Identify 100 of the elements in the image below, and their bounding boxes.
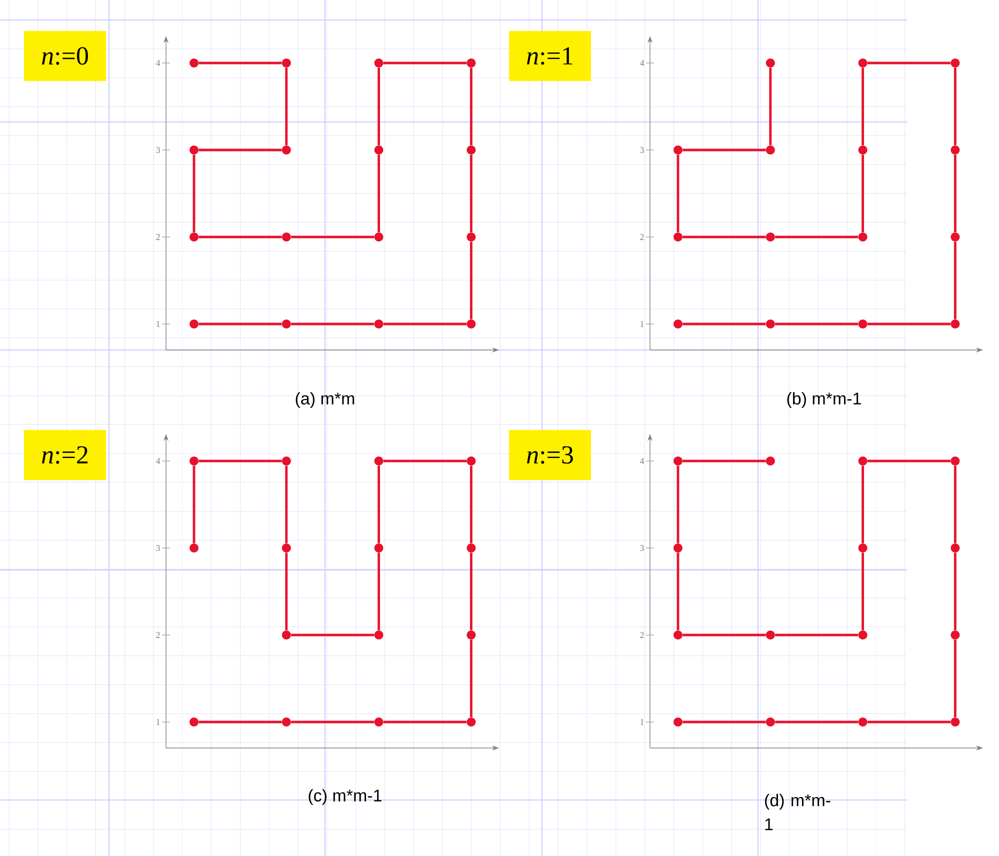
- path-segment: [676, 552, 680, 630]
- tick-label: 1: [156, 719, 160, 725]
- data-point: [674, 232, 682, 242]
- path-segment: [470, 154, 472, 232]
- data-point: [674, 456, 682, 466]
- data-point: [674, 630, 682, 640]
- path-segment: [862, 68, 864, 146]
- path-segment: [378, 466, 380, 544]
- data-point: [282, 718, 291, 726]
- path-segment: [198, 62, 282, 64]
- path-segment: [676, 154, 680, 232]
- path-segment: [682, 460, 766, 462]
- value-tag: n:=0: [24, 31, 106, 81]
- path-segment: [378, 154, 380, 232]
- path-segment: [775, 634, 858, 636]
- data-point: [858, 630, 868, 640]
- data-point: [374, 58, 384, 68]
- data-point: [190, 718, 198, 726]
- data-point: [282, 232, 291, 242]
- path-segment: [470, 466, 472, 544]
- value-tag: n:=1: [509, 31, 591, 81]
- data-point: [190, 232, 198, 242]
- panel-caption: (d) m*m-1: [765, 794, 830, 830]
- panel-caption: (c) m*m-1: [308, 789, 382, 805]
- path-segment: [682, 236, 766, 238]
- data-point: [374, 718, 384, 726]
- path-segment: [291, 634, 374, 636]
- data-point: [674, 320, 682, 328]
- data-point: [282, 544, 291, 552]
- data-point: [466, 718, 476, 726]
- path-segment: [384, 720, 466, 724]
- data-point: [858, 544, 868, 552]
- data-point: [466, 456, 476, 466]
- data-point: [950, 718, 960, 726]
- tick-label: 3: [640, 544, 644, 552]
- data-point: [766, 320, 775, 328]
- data-point: [950, 456, 960, 466]
- path-segment: [291, 322, 374, 326]
- tick-label: 1: [640, 321, 644, 327]
- data-point: [282, 58, 291, 68]
- path-segment: [291, 720, 374, 724]
- path-segment: [954, 466, 956, 544]
- path-segment: [954, 68, 956, 146]
- data-point: [282, 630, 291, 640]
- path-segment: [198, 148, 282, 152]
- tick-label: 4: [640, 60, 644, 66]
- path-segment: [868, 322, 950, 326]
- data-point: [374, 320, 384, 328]
- data-point: [282, 456, 291, 466]
- data-point: [466, 544, 476, 552]
- path-segment: [285, 552, 288, 630]
- data-point: [374, 456, 384, 466]
- path-segment: [291, 236, 374, 238]
- data-point: [674, 544, 682, 552]
- path-segment: [192, 466, 196, 544]
- path-segment: [862, 154, 864, 232]
- path-segment: [470, 68, 472, 146]
- path-segment: [198, 460, 282, 462]
- tick-label: 1: [640, 719, 644, 725]
- data-point: [858, 232, 868, 242]
- value-tag: n:=3: [509, 430, 591, 480]
- path-segment: [868, 62, 950, 64]
- data-point: [766, 630, 775, 640]
- path-segment: [470, 242, 472, 320]
- path-segment: [384, 62, 466, 64]
- data-point: [466, 58, 476, 68]
- data-point: [858, 146, 868, 154]
- data-point: [858, 456, 868, 466]
- data-point: [466, 232, 476, 242]
- data-point: [466, 320, 476, 328]
- path-segment: [285, 466, 288, 544]
- path-segment: [954, 242, 956, 320]
- data-point: [858, 718, 868, 726]
- data-point: [190, 320, 198, 328]
- path-segment: [954, 552, 956, 630]
- data-point: [950, 630, 960, 640]
- data-point: [466, 146, 476, 154]
- path-segment: [470, 552, 472, 630]
- tick-label: 2: [156, 234, 160, 240]
- data-point: [766, 456, 775, 466]
- data-point: [858, 320, 868, 328]
- data-point: [950, 58, 960, 68]
- path-segment: [775, 720, 858, 724]
- tick-label: 2: [640, 234, 644, 240]
- path-segment: [384, 460, 466, 462]
- data-point: [950, 146, 960, 154]
- path-segment: [378, 552, 380, 630]
- path-segment: [198, 322, 282, 326]
- data-point: [950, 320, 960, 328]
- path-segment: [198, 720, 282, 724]
- data-point: [766, 146, 775, 154]
- path-segment: [682, 634, 766, 636]
- path-segment: [384, 322, 466, 326]
- tick-label: 1: [156, 321, 160, 327]
- panel-caption: (b) m*m-1: [787, 392, 861, 408]
- data-point: [374, 146, 384, 154]
- tick-label: 4: [640, 458, 644, 464]
- data-point: [190, 456, 198, 466]
- path-segment: [775, 322, 858, 326]
- path-segment: [378, 68, 380, 146]
